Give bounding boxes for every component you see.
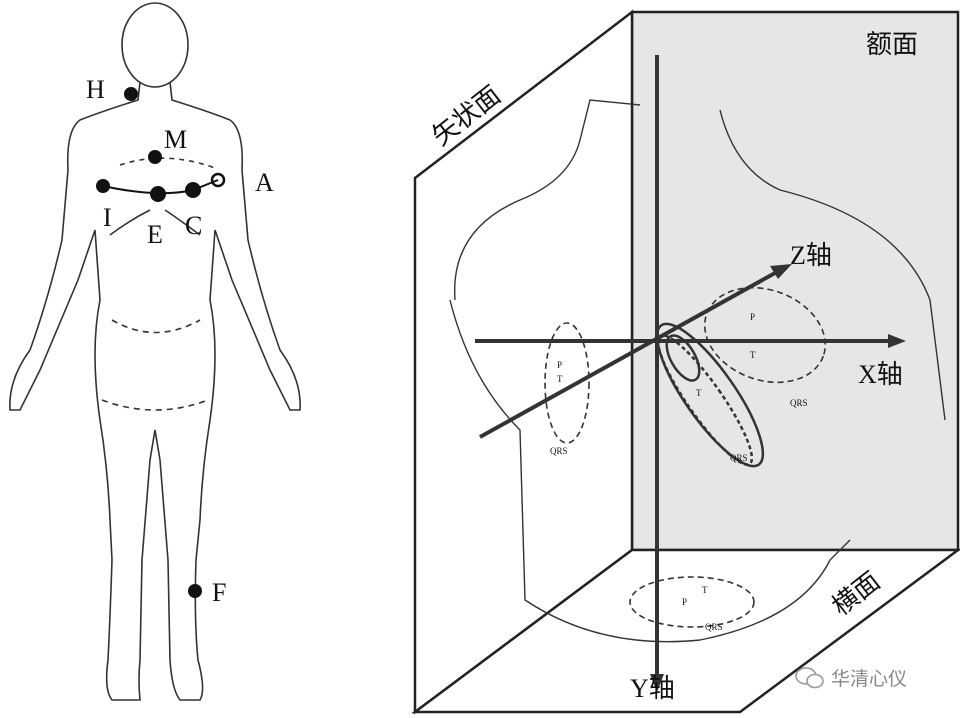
horizontal-plane <box>411 548 960 714</box>
electrode-m <box>148 150 162 164</box>
frontal-p-label: P <box>750 312 756 322</box>
horizontal-loop <box>629 576 755 628</box>
sagittal-t-label: T <box>557 374 563 384</box>
torso-outline <box>449 99 946 643</box>
spatial-t-label: T <box>696 388 702 398</box>
wechat-icon <box>795 666 824 688</box>
label-c: C <box>185 211 203 240</box>
frontal-qrs-label: QRS <box>790 398 808 408</box>
electrode-wire <box>102 179 219 195</box>
label-i: I <box>103 203 112 232</box>
electrode-dots <box>96 87 226 598</box>
frontal-plane <box>630 10 960 552</box>
label-a: A <box>255 168 274 197</box>
frontal-loop <box>703 286 827 384</box>
x-axis-arrow <box>888 334 906 348</box>
y-axis-arrow <box>650 674 664 692</box>
sagittal-qrs-label: QRS <box>550 446 568 456</box>
y-axis-label: Y轴 <box>630 674 675 703</box>
human-body-outline <box>9 2 301 701</box>
horizontal-qrs-label: QRS <box>705 622 723 632</box>
sagittal-p-label: P <box>557 360 563 370</box>
frontal-t-label: T <box>750 350 756 360</box>
frontal-plane-label: 额面 <box>866 30 919 60</box>
label-f: F <box>212 578 227 607</box>
z-axis-label: Z轴 <box>790 241 832 270</box>
label-m: M <box>164 125 188 154</box>
horizontal-p-label: P <box>682 597 688 607</box>
electrode-f <box>188 584 202 598</box>
z-axis-arrow <box>770 264 792 279</box>
electrode-h <box>124 87 138 101</box>
label-h: H <box>86 75 105 104</box>
label-e: E <box>147 220 163 249</box>
z-axis <box>479 271 776 439</box>
watermark-text: 华清心仪 <box>831 668 908 690</box>
sagittal-loop <box>544 322 590 444</box>
spatial-qrs-label: QRS <box>730 453 748 463</box>
horizontal-t-label: T <box>702 585 708 595</box>
x-axis-label: X轴 <box>858 360 903 389</box>
watermark: 华清心仪 <box>795 664 907 691</box>
